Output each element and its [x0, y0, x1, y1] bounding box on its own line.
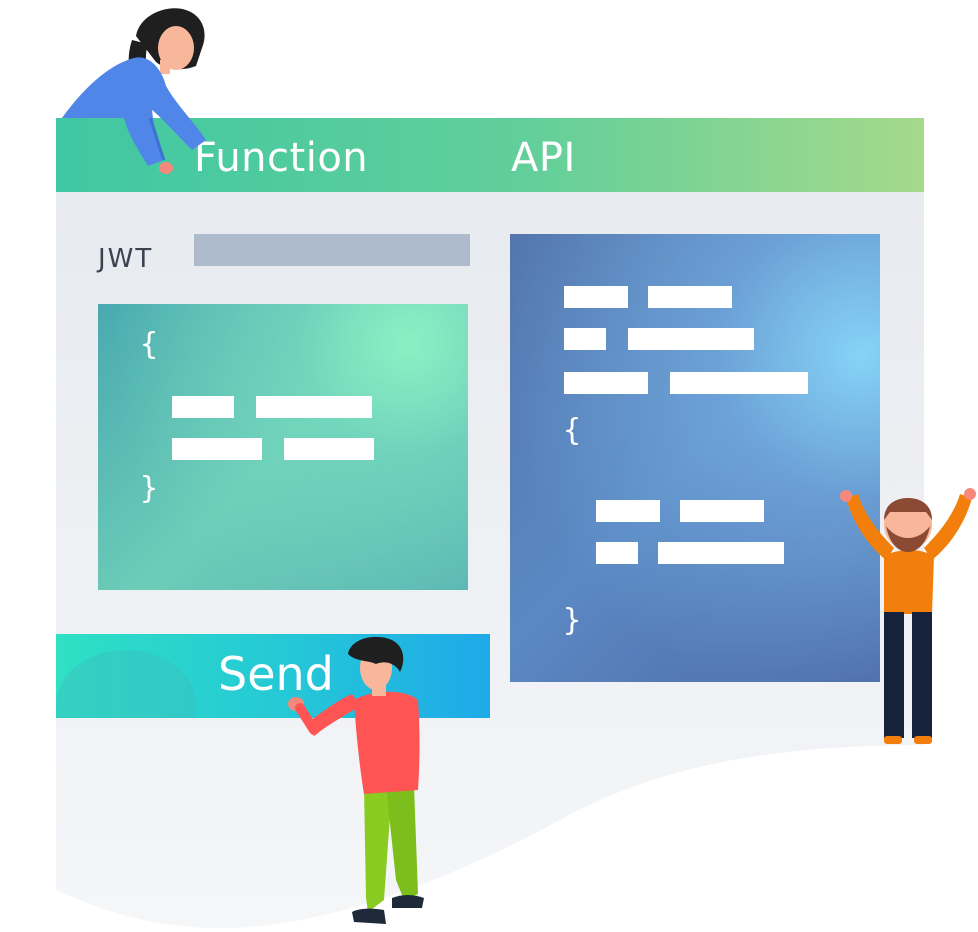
request-close-brace: } — [140, 471, 159, 506]
response-code-line — [648, 286, 732, 308]
tab-function[interactable]: Function — [194, 135, 369, 181]
jwt-label: JWT — [98, 244, 154, 274]
response-code-line — [658, 542, 784, 564]
response-code-panel — [510, 234, 880, 682]
response-code-line — [596, 542, 638, 564]
request-code-line — [172, 396, 234, 418]
response-open-brace: { — [563, 413, 582, 448]
response-code-line — [564, 372, 648, 394]
response-code-line — [628, 328, 754, 350]
response-code-line — [596, 500, 660, 522]
response-code-line — [564, 328, 606, 350]
request-code-line — [284, 438, 374, 460]
response-code-line — [680, 500, 764, 522]
request-open-brace: { — [140, 327, 159, 362]
request-code-line — [172, 438, 262, 460]
jwt-input[interactable] — [194, 234, 470, 266]
header-bar — [56, 118, 924, 192]
response-code-line — [670, 372, 808, 394]
send-button-label: Send — [218, 647, 334, 701]
request-code-line — [256, 396, 372, 418]
response-code-line — [564, 286, 628, 308]
request-code-panel[interactable] — [98, 304, 468, 590]
response-close-brace: } — [563, 603, 582, 638]
tab-api[interactable]: API — [511, 135, 576, 181]
